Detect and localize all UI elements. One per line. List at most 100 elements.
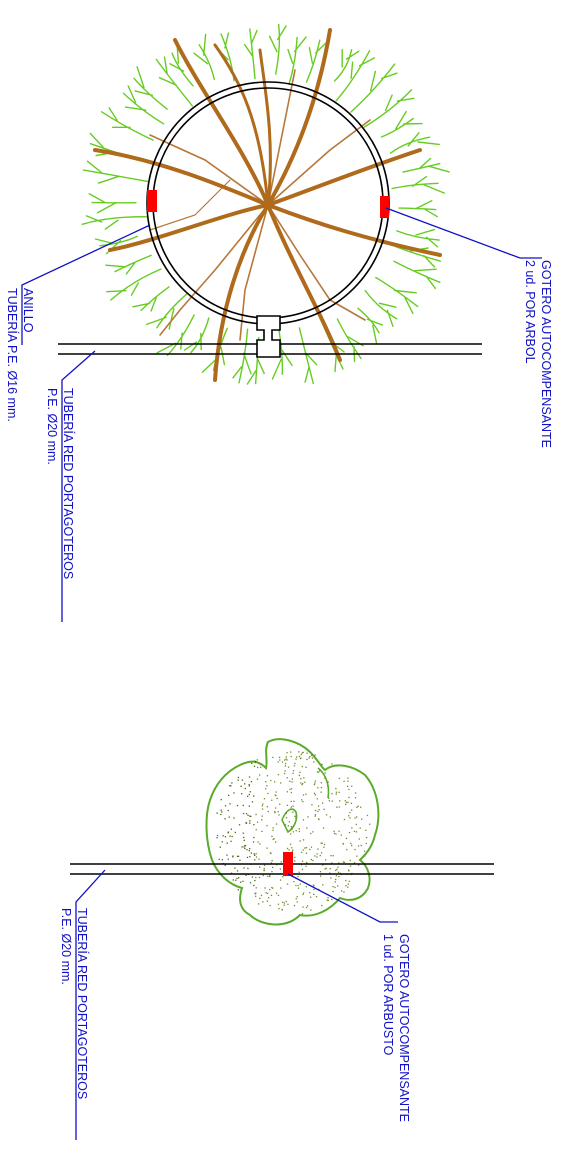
- shrub-dot: [291, 847, 293, 849]
- shrub-dot: [365, 829, 367, 831]
- shrub-dot: [302, 783, 304, 785]
- shrub-dot: [360, 844, 362, 847]
- shrub-dot: [269, 875, 271, 878]
- shrub-dot: [261, 830, 263, 832]
- shrub-dot: [302, 849, 304, 851]
- shrub-dot: [297, 875, 299, 878]
- shrub-dot: [274, 781, 276, 783]
- shrub-dot: [227, 858, 229, 860]
- shrub-dot: [348, 796, 350, 799]
- shrub-dot: [224, 818, 226, 820]
- foliage-twig: [298, 327, 318, 385]
- shrub-dot: [328, 800, 330, 802]
- shrub-emitter-leader: [287, 873, 398, 923]
- foliage-twig: [336, 318, 364, 363]
- shrub-dot: [317, 771, 320, 773]
- shrub-dot: [324, 777, 326, 779]
- shrub-dot: [287, 825, 289, 827]
- shrub-dot: [255, 829, 257, 831]
- shrub-dot: [323, 808, 325, 810]
- shrub-dot: [309, 892, 311, 894]
- shrub-dot: [319, 770, 321, 772]
- shrub-dot: [222, 835, 224, 837]
- shrub-dot: [294, 856, 296, 858]
- shrub-dot: [275, 823, 278, 825]
- shrub-dot: [271, 871, 273, 873]
- shrub-dot: [338, 777, 340, 779]
- shrub-dot: [345, 801, 348, 804]
- shrub-dot: [298, 871, 300, 873]
- shrub-dot: [235, 879, 237, 881]
- shrub-dot: [227, 809, 229, 812]
- foliage-twig: [335, 50, 376, 102]
- tree-pipe-leader: [61, 350, 96, 622]
- shrub-dot: [275, 841, 277, 843]
- shrub-dot: [236, 877, 238, 880]
- shrub-dot: [324, 868, 326, 870]
- shrub-dot: [283, 772, 286, 775]
- shrub-dot: [279, 759, 281, 761]
- shrub-dot: [269, 874, 271, 876]
- shrub-dot: [313, 792, 316, 794]
- shrub-dot: [232, 855, 234, 857]
- shrub-dot: [357, 805, 359, 807]
- foliage-twig: [396, 228, 440, 248]
- shrub-dot: [305, 852, 308, 854]
- shrub-dot: [285, 756, 287, 758]
- shrub-dot: [337, 885, 339, 887]
- shrub-dot: [321, 763, 323, 765]
- shrub-dot: [312, 859, 314, 862]
- shrub-dot: [250, 815, 252, 817]
- shrub-dot: [310, 858, 312, 861]
- shrub-canopy-inner: [281, 808, 298, 834]
- shrub-dot: [318, 818, 320, 821]
- shrub-detail: GOTERO AUTOCOMPENSANTE 1 ud. POR ARBUSTO…: [59, 738, 494, 1140]
- shrub-dot: [292, 849, 294, 851]
- foliage-twig: [81, 215, 148, 230]
- shrub-dot: [349, 865, 352, 867]
- shrub-dot: [359, 827, 361, 829]
- shrub-dot: [255, 876, 257, 879]
- shrub-dot: [284, 765, 286, 767]
- shrub-dot: [247, 867, 249, 870]
- shrub-dot: [298, 774, 300, 776]
- shrub-dot: [314, 815, 316, 817]
- shrub-dot: [263, 798, 266, 800]
- shrub-dot: [355, 831, 358, 833]
- shrub-dot: [321, 904, 323, 907]
- shrub-dot: [251, 762, 253, 764]
- shrub-dot: [254, 879, 256, 882]
- shrub-dot: [314, 855, 316, 857]
- shrub-dot: [244, 787, 246, 790]
- shrub-dot: [216, 834, 219, 837]
- shrub-dot: [270, 862, 273, 864]
- shrub-dot: [278, 756, 281, 758]
- shrub-dot: [331, 793, 333, 795]
- shrub-dot: [303, 777, 305, 779]
- shrub-dot: [310, 846, 313, 848]
- shrub-dot: [355, 823, 357, 826]
- shrub-dot: [284, 770, 286, 772]
- shrub-dot: [243, 839, 245, 841]
- tree-emitter-leader: [385, 207, 542, 259]
- shrub-dot: [338, 876, 340, 878]
- shrub-dot: [233, 792, 235, 794]
- shrub-dot: [334, 886, 336, 889]
- shrub-dot: [242, 832, 244, 834]
- shrub-dot: [255, 853, 257, 855]
- shrub-dot: [333, 830, 335, 832]
- shrub-dot: [290, 826, 292, 828]
- shrub-dot: [341, 890, 343, 892]
- shrub-dot: [302, 893, 304, 896]
- shrub-dot: [288, 821, 291, 823]
- shrub-dot: [295, 758, 297, 760]
- shrub-dot: [320, 782, 322, 784]
- shrub-dot: [226, 842, 228, 844]
- shrub-dot: [334, 881, 336, 883]
- shrub-dot: [229, 803, 231, 805]
- shrub-dot: [301, 851, 303, 853]
- shrub-dot: [317, 805, 320, 807]
- shrub-dot: [248, 805, 250, 807]
- shrub-dot: [276, 797, 278, 800]
- shrub-dot: [308, 757, 310, 759]
